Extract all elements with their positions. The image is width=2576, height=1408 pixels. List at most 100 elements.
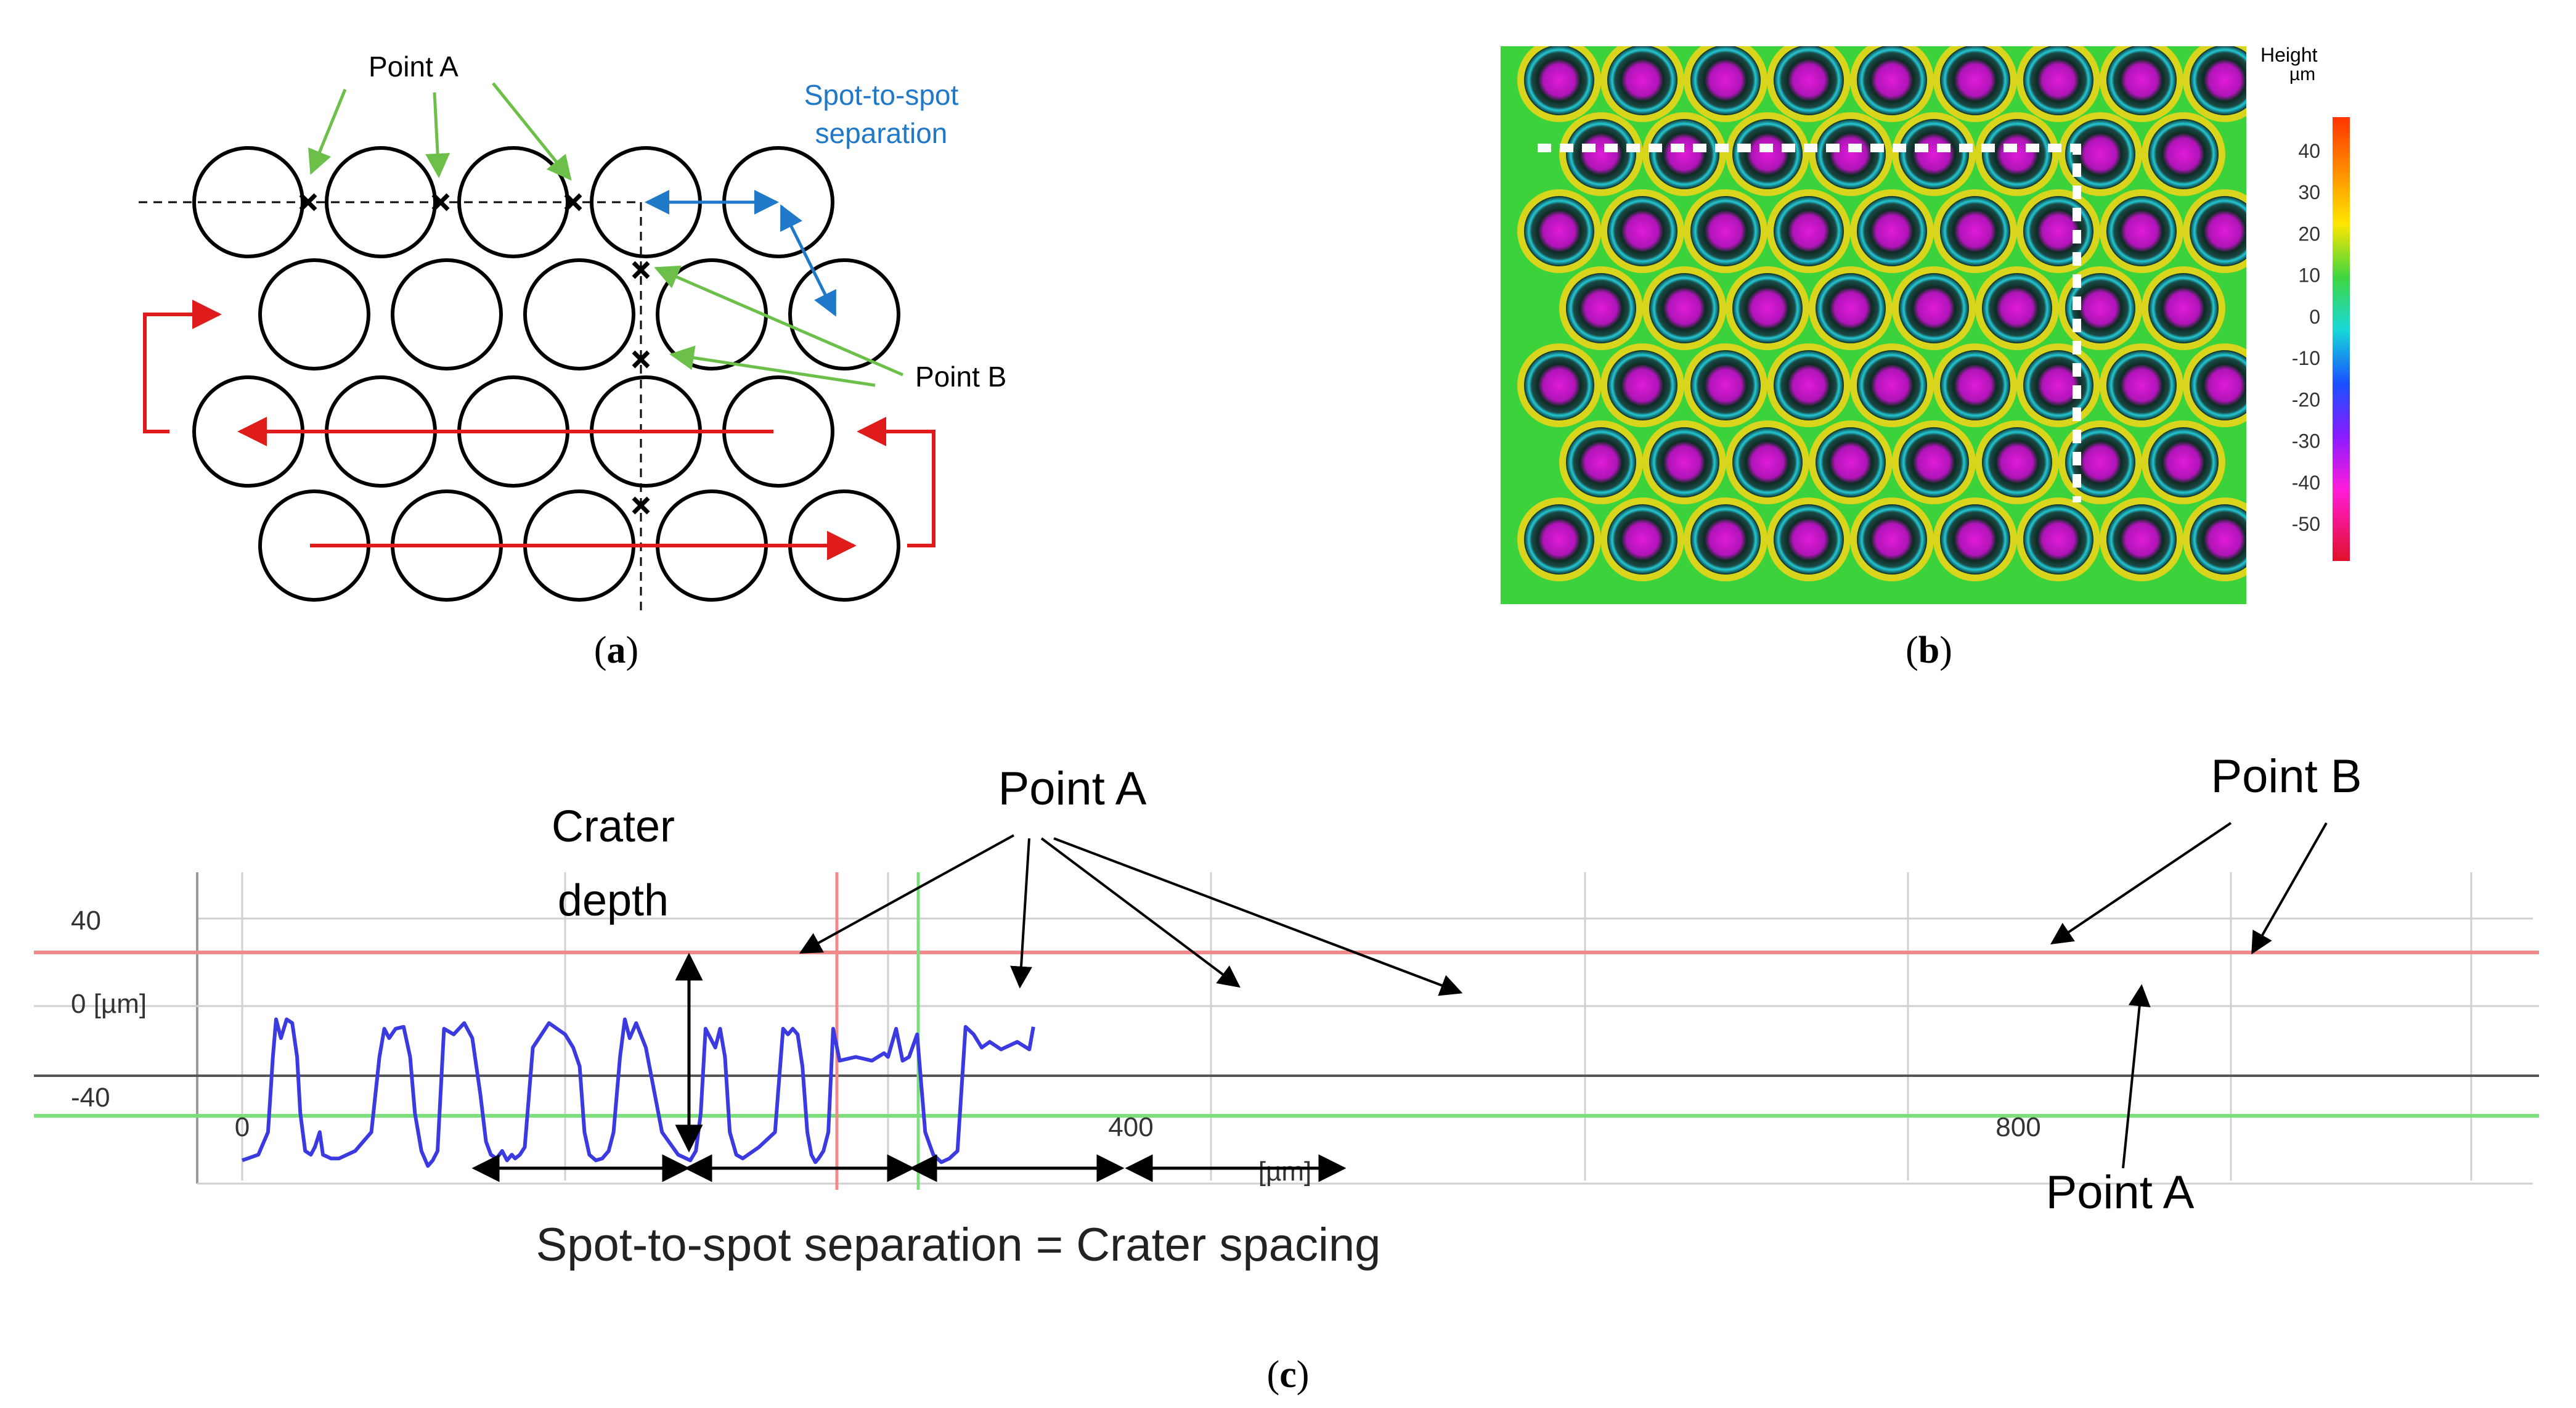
crater-depth-label-line2: depth [558,876,669,925]
crater [1566,273,1636,343]
legend-tick-label: 30 [2298,181,2320,203]
crater [2148,273,2219,343]
crater [2190,196,2260,266]
crater [1982,427,2052,497]
panel-a-caption: (a) [594,629,638,671]
point-marker-x [632,261,650,279]
crater [1524,196,1594,266]
crater [2148,119,2219,189]
frame-right [2246,0,2283,623]
frame-bottom [1377,604,2283,629]
crater [1566,427,1636,497]
crater [1732,119,1803,189]
crater [1982,119,2052,189]
crater [2106,504,2177,575]
crater [1690,350,1761,420]
crater [1940,45,2010,115]
legend-tick-label: 0 [2309,306,2320,328]
crater [2190,504,2260,575]
point-marker-x [299,193,317,211]
crater [1524,350,1594,420]
point-a-bottom-label: Point A [2046,1166,2195,1219]
crater [1857,350,1927,420]
crater [1899,273,1969,343]
crater [2106,350,2177,420]
crater [1816,273,1886,343]
point-marker-x [564,193,582,211]
profile-series-line [242,1017,1035,1168]
crater [1649,119,1719,189]
crater [1732,427,1803,497]
y-tick-label: -40 [71,1083,110,1113]
spot-circle [788,258,900,370]
legend-tick-label: -10 [2292,347,2320,369]
y-tick-label: 0 [µm] [71,989,147,1019]
spot-circle [391,258,503,370]
legend-tick-label: 10 [2298,264,2320,287]
separation-equation-label: Spot-to-spot separation = Crater spacing [536,1219,1381,1271]
point-b-label: Point B [2211,750,2362,803]
point-marker-x [632,496,650,515]
crater [2106,196,2177,266]
crater [1857,504,1927,575]
crater [2065,427,2135,497]
point-a-top-arrow [1053,837,1463,996]
crater [1774,504,1844,575]
crater [1524,45,1594,115]
crater [2190,45,2260,115]
crater [1607,45,1677,115]
point-a-top-arrow [1010,838,1032,989]
legend-title: Height [2260,44,2318,66]
point-b-arrow [2050,822,2232,945]
legend-tick-label: 40 [2298,140,2320,162]
crater [2065,119,2135,189]
legend-unit: µm [2289,64,2315,84]
crater [2023,504,2093,575]
x-tick-label: 400 [1108,1112,1153,1142]
crater [1774,45,1844,115]
crater [1524,504,1594,575]
point-a-arrow [425,92,450,178]
crater [1899,119,1969,189]
crater [2023,350,2093,420]
crater [1940,504,2010,575]
point-a-bottom-arrow [2122,984,2151,1169]
point-a-label: Point A [369,51,459,83]
crater [1857,196,1927,266]
crater [1690,504,1761,575]
crater [2023,196,2093,266]
crater [2148,427,2219,497]
crater [1607,504,1677,575]
point-a-top-label: Point A [998,763,1147,815]
panel-c-caption: (c) [1267,1354,1310,1396]
crater [1690,45,1761,115]
crater [1690,196,1761,266]
crater [1774,350,1844,420]
spot-circle [523,258,635,370]
crater [1607,350,1677,420]
crater [1774,196,1844,266]
crater [2190,350,2260,420]
crater [1566,119,1636,189]
crater [2023,45,2093,115]
separation-label-line2: separation [815,117,948,149]
point-a-arrow [492,82,572,181]
raster-path-left-turn [143,300,222,433]
crater [1816,427,1886,497]
y-tick-label: 40 [71,906,101,936]
legend-tick-label: -40 [2292,472,2320,494]
legend-tick-label: -50 [2292,513,2320,535]
crater [1649,427,1719,497]
point-b-arrow [669,345,876,387]
crater [1816,119,1886,189]
separation-arrow-diagonal [780,204,837,317]
x-unit-label: [µm] [1258,1156,1311,1187]
crater [1732,273,1803,343]
legend-tick-label: -20 [2292,388,2320,411]
frame-top [1377,0,2283,46]
crater [1982,273,2052,343]
spot-circle [258,258,370,370]
